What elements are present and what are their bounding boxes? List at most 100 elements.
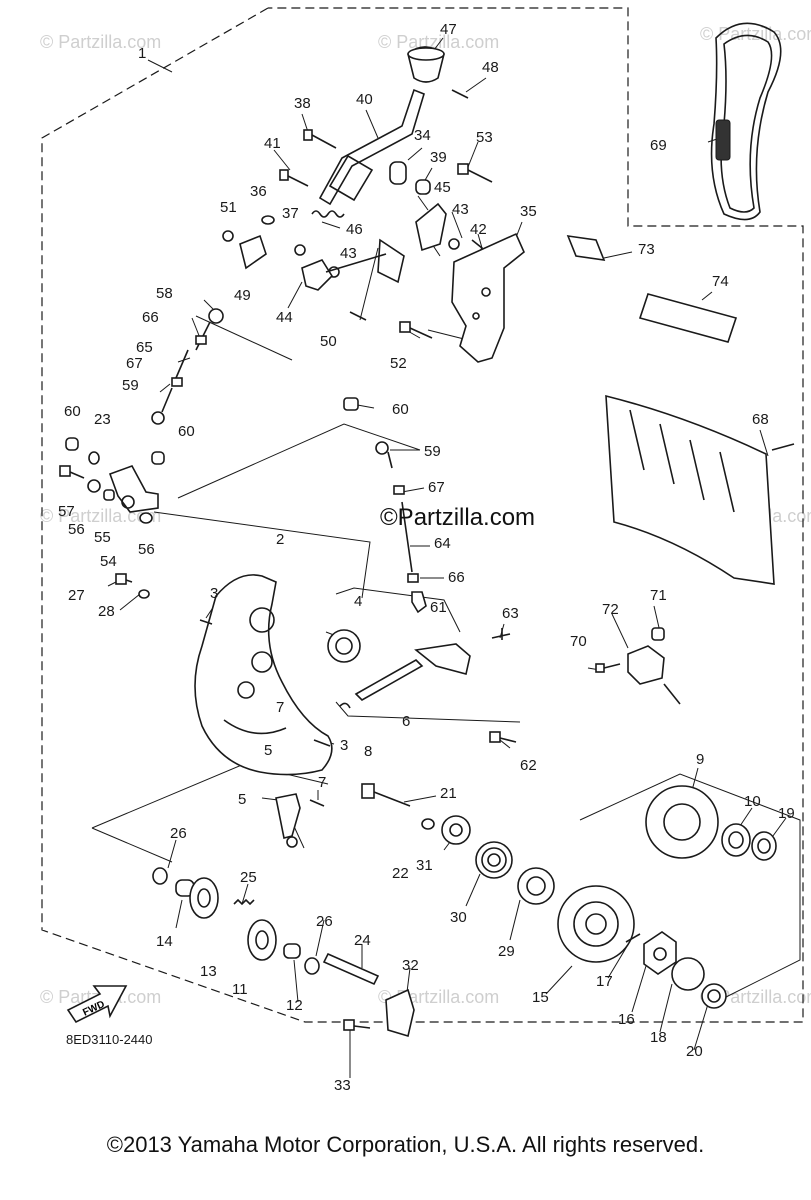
diagram-code: 8ED3110-2440	[66, 1032, 153, 1047]
callout-label: 15	[532, 989, 549, 1006]
rod-part	[401, 501, 413, 573]
washer-part	[138, 589, 150, 599]
pin-part	[451, 89, 469, 99]
callout-label: 34	[414, 127, 431, 144]
callout-label: 59	[424, 443, 441, 460]
bolt-part	[457, 163, 493, 183]
copyright-notice: ©2013 Yamaha Motor Corporation, U.S.A. A…	[106, 1132, 705, 1157]
nut-part	[222, 230, 234, 242]
bolt-part	[309, 799, 325, 807]
dowel-part	[313, 739, 331, 747]
pin-part	[322, 952, 380, 986]
nut-part	[407, 573, 419, 583]
callout-label: 33	[334, 1077, 351, 1094]
callout-label: 57	[58, 503, 75, 520]
pin-part	[491, 628, 511, 640]
callout-label: 16	[618, 1011, 635, 1028]
callout-label: 6	[402, 713, 410, 730]
bolt-part	[349, 311, 367, 321]
nut-part	[448, 238, 460, 250]
washer-part	[88, 451, 100, 465]
callout-label: 56	[68, 521, 85, 538]
snow-flap-part	[605, 394, 775, 585]
cap-part	[65, 437, 79, 451]
callout-label: 26	[170, 825, 187, 842]
bolt-part	[489, 731, 517, 743]
spring-part	[233, 898, 255, 906]
bolt-part	[343, 1019, 371, 1031]
callout-label: 10	[744, 793, 761, 810]
plate-part	[301, 259, 334, 291]
callout-label: 4	[354, 593, 362, 610]
callout-label: 51	[220, 199, 237, 216]
callout-label: 5	[264, 742, 272, 759]
callout-label: 43	[340, 245, 357, 262]
watermark: © Partzilla.com	[700, 987, 811, 1007]
callout-label: 43	[452, 201, 469, 218]
screw-part	[595, 663, 621, 673]
callout-label: 61	[430, 599, 447, 616]
callout-label: 19	[778, 805, 795, 822]
washer-part	[152, 867, 168, 885]
fwd-arrow-icon: FWD	[66, 985, 128, 1024]
collar-part	[415, 179, 431, 195]
callout-label: 2	[276, 531, 284, 548]
callout-label: 60	[64, 403, 81, 420]
callout-label: 60	[392, 401, 409, 418]
washer-part	[421, 818, 435, 830]
bushing-part	[283, 943, 301, 959]
callout-label: 52	[390, 355, 407, 372]
callout-label: 42	[470, 221, 487, 238]
sensor-part	[627, 645, 681, 705]
callout-label: 69	[650, 137, 667, 154]
dowel-part	[199, 619, 213, 625]
callout-label: 7	[276, 699, 284, 716]
callout-label: 56	[138, 541, 155, 558]
callout-label: 66	[142, 309, 159, 326]
callout-label: 67	[126, 355, 143, 372]
callout-label: 8	[364, 743, 372, 760]
shift-shaft-part	[354, 643, 471, 701]
callouts: 1 2 3 3 4 5 5 6 7 7 8 9 10 11 12 13 14 1…	[58, 21, 795, 1094]
bracket-part	[239, 234, 267, 270]
bracket-part	[385, 988, 415, 1038]
parts	[59, 22, 795, 1038]
callout-label: 46	[346, 221, 363, 238]
bolt-part	[303, 129, 337, 149]
washer-part	[87, 479, 101, 493]
callout-label: 30	[450, 909, 467, 926]
drive-belt-part	[710, 22, 782, 221]
washer-part	[701, 983, 727, 1009]
pin-part	[625, 933, 641, 943]
callout-label: 40	[356, 91, 373, 108]
bearing-part	[327, 629, 361, 663]
callout-label: 63	[502, 605, 519, 622]
callout-label: 12	[286, 997, 303, 1014]
callout-label: 68	[752, 411, 769, 428]
callout-label: 39	[430, 149, 447, 166]
spring-part	[475, 841, 513, 879]
callout-label: 41	[264, 135, 281, 152]
chaincase-part	[194, 574, 333, 776]
gear-part	[645, 785, 719, 859]
spring-part	[311, 210, 345, 218]
callout-label: 29	[498, 943, 515, 960]
circlip-part	[671, 957, 705, 991]
clip-part	[339, 702, 351, 709]
callout-label: 28	[98, 603, 115, 620]
callout-label: 59	[122, 377, 139, 394]
bracket-part	[415, 202, 447, 252]
callout-label: 64	[434, 535, 451, 552]
callout-label: 74	[712, 273, 729, 290]
callout-label: 13	[200, 963, 217, 980]
callout-label: 21	[440, 785, 457, 802]
sprocket-part	[189, 877, 219, 919]
callout-label: 55	[94, 529, 111, 546]
callout-label: 25	[240, 869, 257, 886]
callout-label: 14	[156, 933, 173, 950]
nut-part	[343, 397, 359, 411]
callout-label: 9	[696, 751, 704, 768]
callout-label: 71	[650, 587, 667, 604]
shift-lever-part	[318, 88, 425, 206]
